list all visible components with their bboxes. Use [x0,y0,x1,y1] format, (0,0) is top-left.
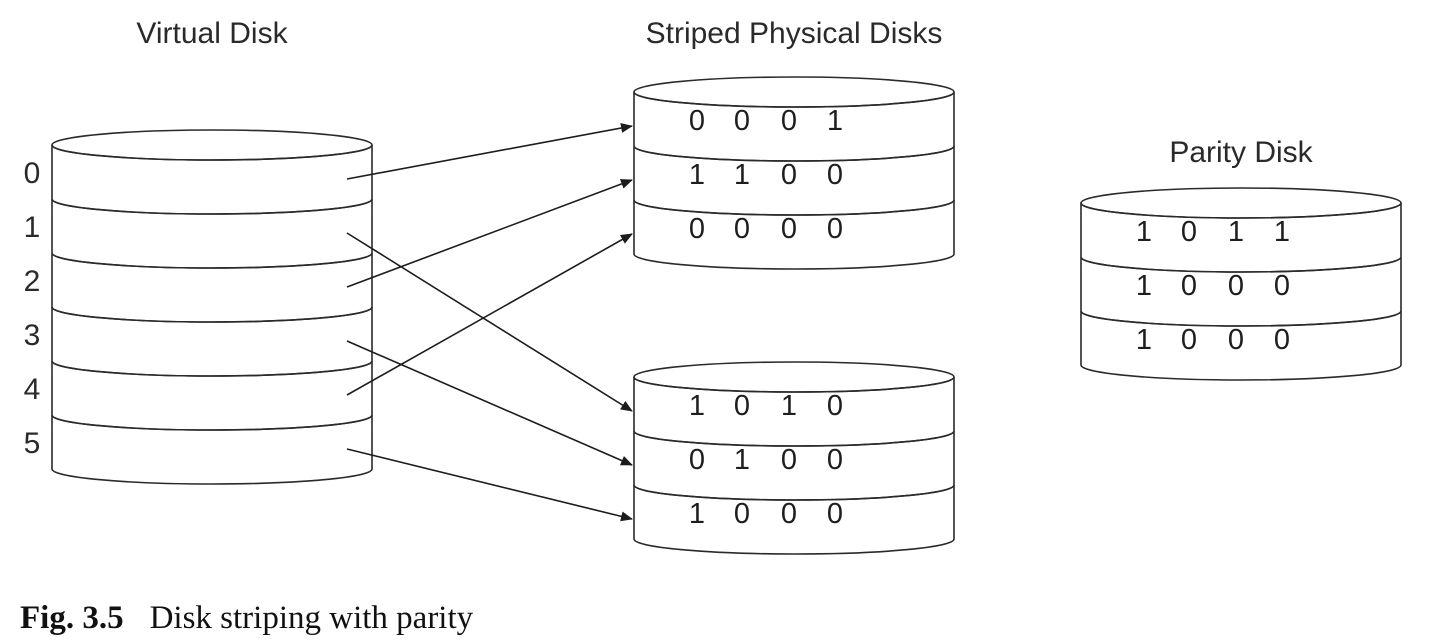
striped-disk-2-bit: 1 [689,498,705,530]
strip-index-3: 3 [24,319,41,352]
striped-disk-1-row-3 [633,199,955,270]
parity-disk-top [1080,187,1402,219]
parity-disk-bit: 1 [1136,270,1152,302]
striped-disks-header: Striped Physical Disks [646,17,943,50]
striped-disk-2-bit: 1 [689,390,705,422]
strip-index-0: 0 [24,157,41,190]
virtual-disk-top [51,129,373,161]
striped-disk-1-bit: 0 [781,159,797,191]
figure-caption: Fig. 3.5 Disk striping with parity [20,600,474,636]
parity-disk-bit: 0 [1274,270,1290,302]
strip-index-2: 2 [24,265,41,298]
virtual-disk: 0 1 2 3 4 5 [24,129,373,485]
parity-disk-bit: 1 [1228,216,1244,248]
striped-disk-2-bit: 1 [781,390,797,422]
arrow-strip-0 [346,123,633,180]
virtual-strip-4 [51,360,373,431]
parity-disk-bit: 0 [1228,270,1244,302]
strip-index-4: 4 [24,373,41,406]
parity-disk-bit: 0 [1181,216,1197,248]
parity-disk-row-3 [1080,310,1402,381]
arrow-strip-1 [346,232,633,412]
parity-disk-bit: 0 [1274,324,1290,356]
striped-disk-1-top [633,76,955,108]
strip-index-1: 1 [24,211,41,244]
striped-disk-1-bit: 0 [734,105,750,137]
striped-disk-1-bit: 0 [689,105,705,137]
striped-disk-1-bit: 1 [827,105,843,137]
parity-disk-bit: 1 [1136,216,1152,248]
parity-disk-bit: 0 [1228,324,1244,356]
arrow-strip-4 [346,233,633,396]
striped-disk-1-bit: 0 [827,159,843,191]
striped-disk-2-bit: 0 [827,390,843,422]
striped-disk-2-bit: 1 [734,444,750,476]
striped-disk-2-bit: 0 [781,498,797,530]
parity-disk-bit: 0 [1181,324,1197,356]
striped-disk-1-bit: 0 [734,213,750,245]
striped-disk-2-top [633,361,955,393]
striped-disk-2-bit: 0 [827,498,843,530]
virtual-strip-5 [51,414,373,485]
striped-disk-1-bit: 0 [781,213,797,245]
caption-text: Disk striping with parity [150,600,474,636]
virtual-strip-1 [51,198,373,269]
mapping-arrows [346,123,633,522]
parity-disk-header: Parity Disk [1169,136,1313,169]
striped-disk-1-bit: 0 [781,105,797,137]
virtual-disk-header: Virtual Disk [136,17,288,50]
striped-disk-2-bit: 0 [734,498,750,530]
virtual-strip-2 [51,252,373,323]
parity-disk-bit: 1 [1136,324,1152,356]
striped-disk-2-bit: 0 [689,444,705,476]
arrow-strip-3 [346,340,633,466]
parity-disk-bit: 1 [1274,216,1290,248]
striped-disk-2-bit: 0 [781,444,797,476]
striped-disk-1-bit: 1 [689,159,705,191]
arrow-strip-2 [346,179,633,288]
striped-disk-2-bit: 0 [734,390,750,422]
arrow-strip-5 [346,448,633,522]
striped-disk-1-bit: 0 [689,213,705,245]
striped-disk-2-row-3 [633,484,955,555]
caption-label: Fig. 3.5 [20,600,124,636]
striped-disk-2-bit: 0 [827,444,843,476]
striped-disk-1-bit: 0 [827,213,843,245]
virtual-strip-3 [51,306,373,377]
striped-disk-1-bit: 1 [734,159,750,191]
parity-disk-bit: 0 [1181,270,1197,302]
strip-index-5: 5 [24,427,41,460]
